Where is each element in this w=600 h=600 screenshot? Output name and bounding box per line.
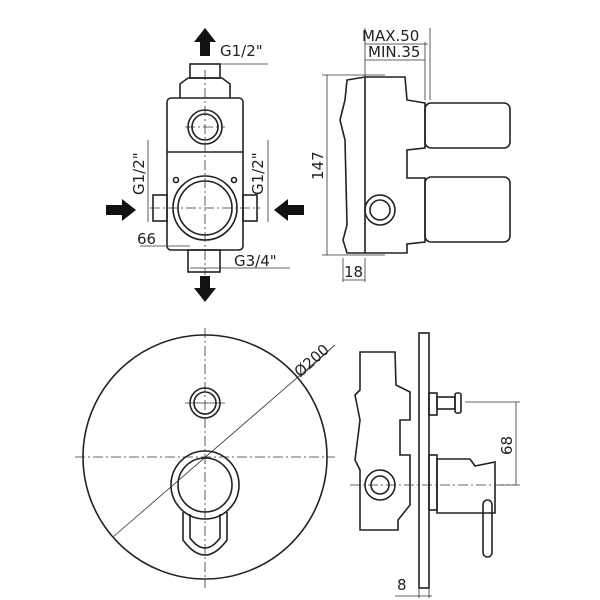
top-outlet-label: G1/2" [220,42,263,60]
width-dim-label: 66 [137,230,156,248]
arrow-left-icon [274,199,304,221]
plate-thickness-label: 8 [397,576,407,594]
height-dim-label: 147 [309,151,327,180]
left-inlet-label: G1/2" [130,152,148,195]
arrow-up-icon [194,28,216,56]
valve-front-view: G1/2" G1/2" G1/2" 66 G3/4" [106,28,304,302]
plate-front-view: Ø200 [75,328,336,588]
right-inlet-label: G1/2" [249,152,267,195]
bottom-outlet-label: G3/4" [234,252,277,270]
min-depth-label: MIN.35 [368,43,420,61]
offset-dim-label: 18 [344,263,363,281]
valve-side-view: MAX.50 MIN.35 147 18 [309,27,511,282]
diameter-label: Ø200 [291,341,333,381]
max-depth-label: MAX.50 [362,27,419,45]
arrow-right-icon [106,199,136,221]
plate-side-view: 68 8 [350,332,520,598]
spacing-dim-label: 68 [498,436,516,455]
arrow-down-icon [194,276,216,302]
